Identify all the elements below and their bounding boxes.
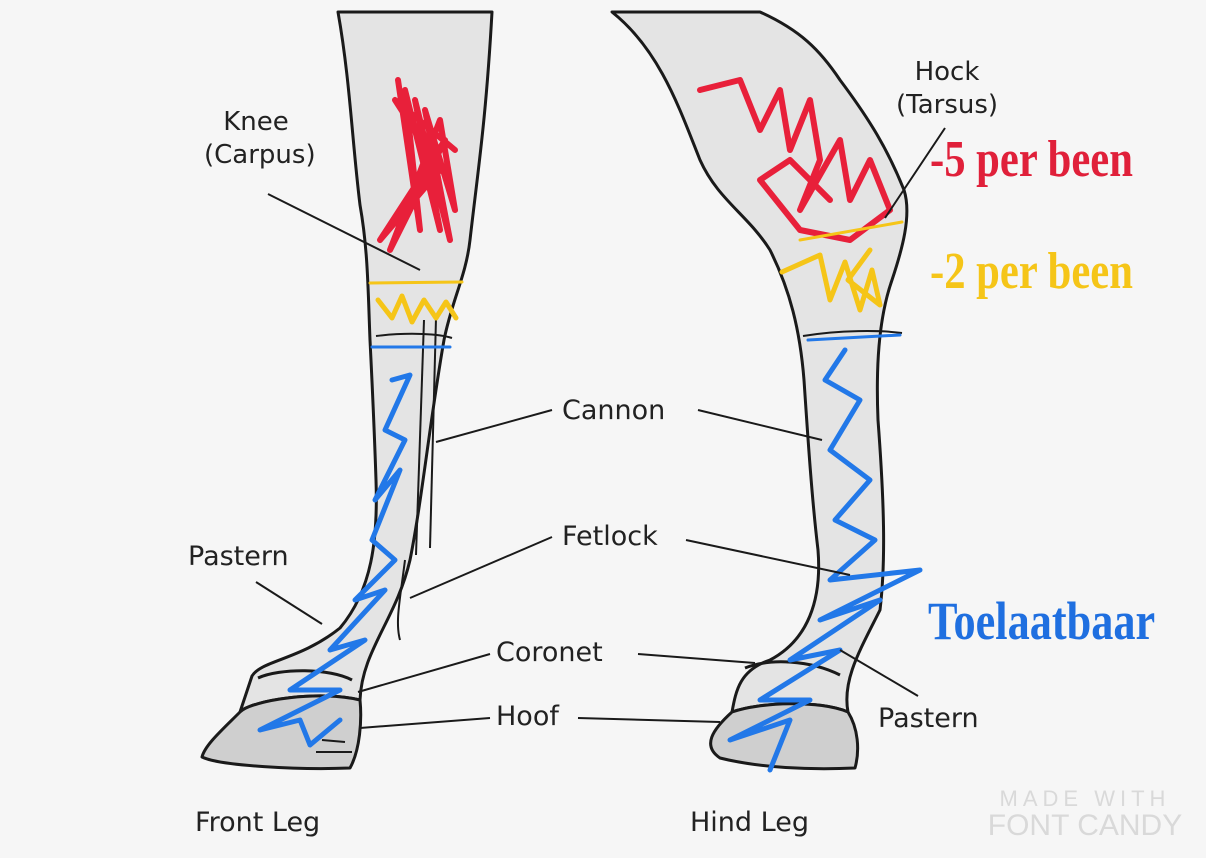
carpus-text: (Carpus) <box>204 139 308 172</box>
red-annotation: -5 per been <box>930 130 1133 189</box>
fetlock-label: Fetlock <box>562 520 658 554</box>
font-candy-watermark: MADE WITH FONT CANDY <box>972 786 1198 841</box>
pastern-front-label: Pastern <box>188 540 289 574</box>
hock-label: Hock (Tarsus) <box>880 56 1014 121</box>
yellow-annotation: -2 per been <box>930 242 1133 301</box>
hind-leg-caption: Hind Leg <box>690 806 809 840</box>
pastern-hind-label: Pastern <box>878 702 979 736</box>
watermark-line2: FONT CANDY <box>972 812 1198 841</box>
hoof-label: Hoof <box>496 700 559 734</box>
tarsus-text: (Tarsus) <box>880 89 1014 122</box>
hock-text: Hock <box>880 56 1014 89</box>
knee-text: Knee <box>204 106 308 139</box>
blue-annotation: Toelaatbaar <box>928 590 1155 652</box>
cannon-label: Cannon <box>562 394 665 428</box>
coronet-label: Coronet <box>496 636 603 670</box>
front-leg-caption: Front Leg <box>195 806 320 840</box>
knee-label: Knee (Carpus) <box>204 106 308 171</box>
